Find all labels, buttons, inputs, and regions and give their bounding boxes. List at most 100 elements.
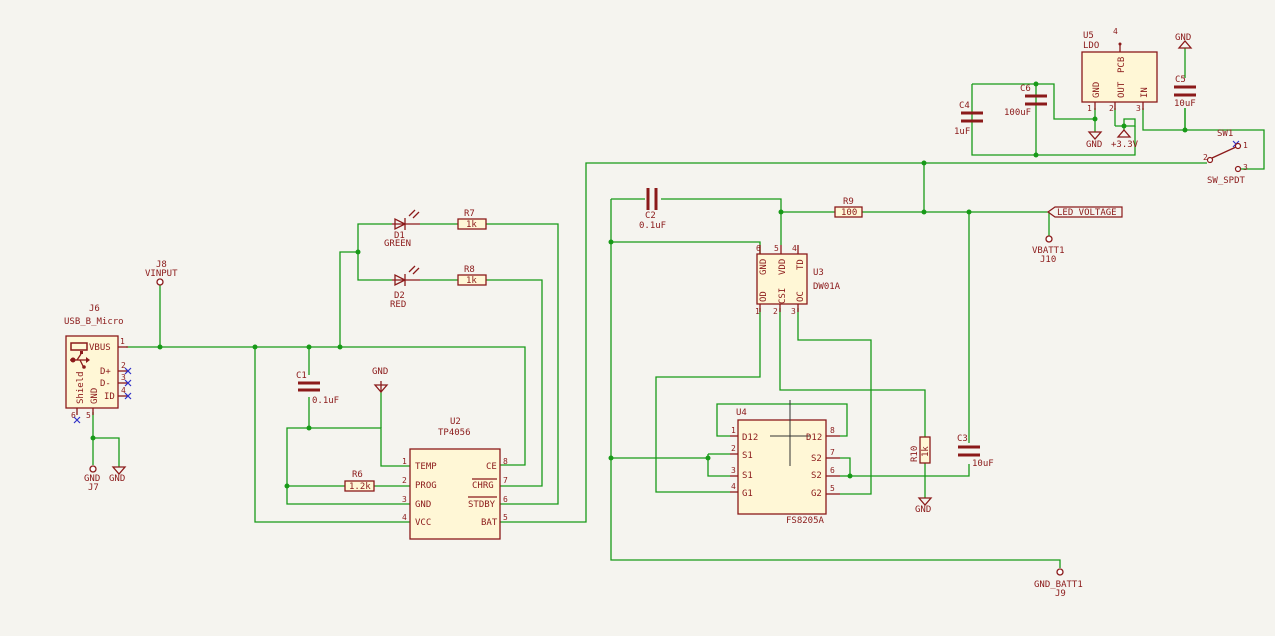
ref-c2: C2 xyxy=(645,211,656,221)
resistor-r8[interactable]: R8 1k xyxy=(457,265,487,286)
led-d1[interactable]: D1 GREEN xyxy=(384,209,420,249)
capacitor-c6[interactable]: C6 100uF xyxy=(1004,84,1047,118)
value-d1: GREEN xyxy=(384,239,411,249)
pin-num: 3 xyxy=(1243,163,1248,172)
gnd-label: GND xyxy=(1086,140,1102,150)
ref-j7: J7 xyxy=(88,483,99,493)
resistor-r7[interactable]: R7 1k xyxy=(457,209,487,230)
ref-c1: C1 xyxy=(296,371,307,381)
capacitor-c1[interactable]: C1 0.1uF xyxy=(296,371,339,406)
ref-u2: U2 xyxy=(450,417,461,427)
pin-name: S2 xyxy=(811,454,822,464)
resistor-r10[interactable]: R10 1k xyxy=(910,436,931,464)
ref-j10: J10 xyxy=(1040,255,1056,265)
pin-num: 5 xyxy=(503,513,508,522)
value-c1: 0.1uF xyxy=(312,396,339,406)
pin-num: 2 xyxy=(731,444,736,453)
pin-name: CHRG xyxy=(472,481,494,491)
resistor-r6[interactable]: R6 1.2k xyxy=(344,470,375,492)
value-c2: 0.1uF xyxy=(639,221,666,231)
resistor-r9[interactable]: R9 100 xyxy=(834,197,863,218)
ic-u4-fs8205a[interactable]: D12 S1 S1 G1 D12 S2 S2 G2 1 2 3 4 8 7 6 … xyxy=(730,400,840,526)
ic-u3-dw01a[interactable]: GND VDD TD OD CSI OC 6 5 4 1 2 3 U3 DW01… xyxy=(755,244,841,316)
gnd-label: GND xyxy=(372,367,388,377)
ref-r10: R10 xyxy=(910,446,920,462)
ref-r7: R7 xyxy=(464,209,475,219)
pin-name-gnd: GND xyxy=(90,388,100,404)
pin-num: 1 xyxy=(1243,141,1248,150)
pin-num: 4 xyxy=(731,482,736,491)
ref-d1: D1 xyxy=(394,231,405,241)
pin-name: VCC xyxy=(415,518,431,528)
net-label-led-voltage[interactable]: LED_VOLTAGE xyxy=(1046,206,1123,218)
value-j7: GND xyxy=(84,474,100,484)
pin-name: STDBY xyxy=(468,500,496,510)
ref-j9: J9 xyxy=(1055,589,1066,599)
ref-c5: C5 xyxy=(1175,75,1186,85)
pin-name: OUT xyxy=(1117,81,1127,98)
ic-u5-ldo[interactable]: GND OUT IN PCB 1 2 3 4 U5 LDO xyxy=(1081,27,1158,113)
capacitor-c3[interactable]: C3 10uF xyxy=(957,434,994,469)
usb-connector-j6[interactable]: VBUS D+ D- ID GND Shield 1 2 3 4 5 6 J6 … xyxy=(64,304,128,420)
pin-num: 8 xyxy=(503,457,508,466)
pin-name-dp: D+ xyxy=(100,367,111,377)
pin-name: BAT xyxy=(481,518,498,528)
ref-u5: U5 xyxy=(1083,31,1094,41)
value-c5: 10uF xyxy=(1174,99,1196,109)
value-j8: VINPUT xyxy=(145,269,178,279)
pin-num: 1 xyxy=(120,337,125,346)
switch-sw1[interactable]: 2 1 3 SW1 SW_SPDT xyxy=(1203,129,1248,186)
test-point-j9[interactable]: GND_BATT1 J9 xyxy=(1034,568,1083,599)
junctions xyxy=(90,81,1188,489)
ref-u4: U4 xyxy=(736,408,747,418)
gnd-label: GND xyxy=(915,505,931,515)
test-point-j8[interactable]: J8 VINPUT xyxy=(145,260,178,286)
gnd-symbol: GND xyxy=(1175,33,1193,49)
ref-sw1: SW1 xyxy=(1217,129,1233,139)
value-sw1: SW_SPDT xyxy=(1207,176,1246,186)
pin-name: TEMP xyxy=(415,462,437,472)
value-j9: GND_BATT1 xyxy=(1034,580,1083,590)
pin-name: GND xyxy=(1092,82,1102,98)
value-r6: 1.2k xyxy=(349,482,371,492)
led-d2[interactable]: D2 RED xyxy=(390,265,420,310)
value-r7: 1k xyxy=(466,220,477,230)
capacitor-c2[interactable]: C2 0.1uF xyxy=(639,188,666,231)
pin-name: VDD xyxy=(778,259,788,275)
pin-num: 5 xyxy=(830,484,835,493)
pin-name: PROG xyxy=(415,481,437,491)
v33-label: +3.3V xyxy=(1111,140,1139,150)
pin-name: CSI xyxy=(778,288,788,304)
pin-name: OD xyxy=(759,291,769,302)
value-u3: DW01A xyxy=(813,282,841,292)
pin-num: 6 xyxy=(830,466,835,475)
pin-num: 1 xyxy=(755,307,760,316)
value-r10: 1k xyxy=(921,446,931,457)
value-u4: FS8205A xyxy=(786,516,825,526)
test-point-j7[interactable]: GND J7 xyxy=(84,465,100,493)
ref-j6: J6 xyxy=(89,304,100,314)
test-point-j10[interactable]: VBATT1 J10 xyxy=(1032,235,1065,265)
pin-num: 4 xyxy=(121,386,126,395)
capacitor-c5[interactable]: C5 10uF xyxy=(1174,75,1196,109)
pin-num: 3 xyxy=(731,466,736,475)
ic-u2-tp4056[interactable]: U2 TP4056 TEMP PROG GND VCC CE CHRG STDB… xyxy=(402,417,508,540)
pin-name: D12 xyxy=(742,433,758,443)
pin-num: 5 xyxy=(774,244,779,253)
pin-num: 5 xyxy=(86,411,91,420)
value-r8: 1k xyxy=(466,276,477,286)
ref-c3: C3 xyxy=(957,434,968,444)
pin-name: G2 xyxy=(811,489,822,499)
pin-num: 3 xyxy=(402,495,407,504)
value-r9: 100 xyxy=(841,208,857,218)
pin-num: 2 xyxy=(773,307,778,316)
gnd-symbol: GND xyxy=(1086,131,1103,150)
pin-num: 1 xyxy=(1087,104,1092,113)
ref-c4: C4 xyxy=(959,101,970,111)
pin-name: PCB xyxy=(1117,57,1127,73)
value-u2: TP4056 xyxy=(438,428,471,438)
pin-name: S1 xyxy=(742,451,753,461)
capacitor-c4[interactable]: C4 1uF xyxy=(954,101,983,137)
pin-num: 6 xyxy=(756,244,761,253)
